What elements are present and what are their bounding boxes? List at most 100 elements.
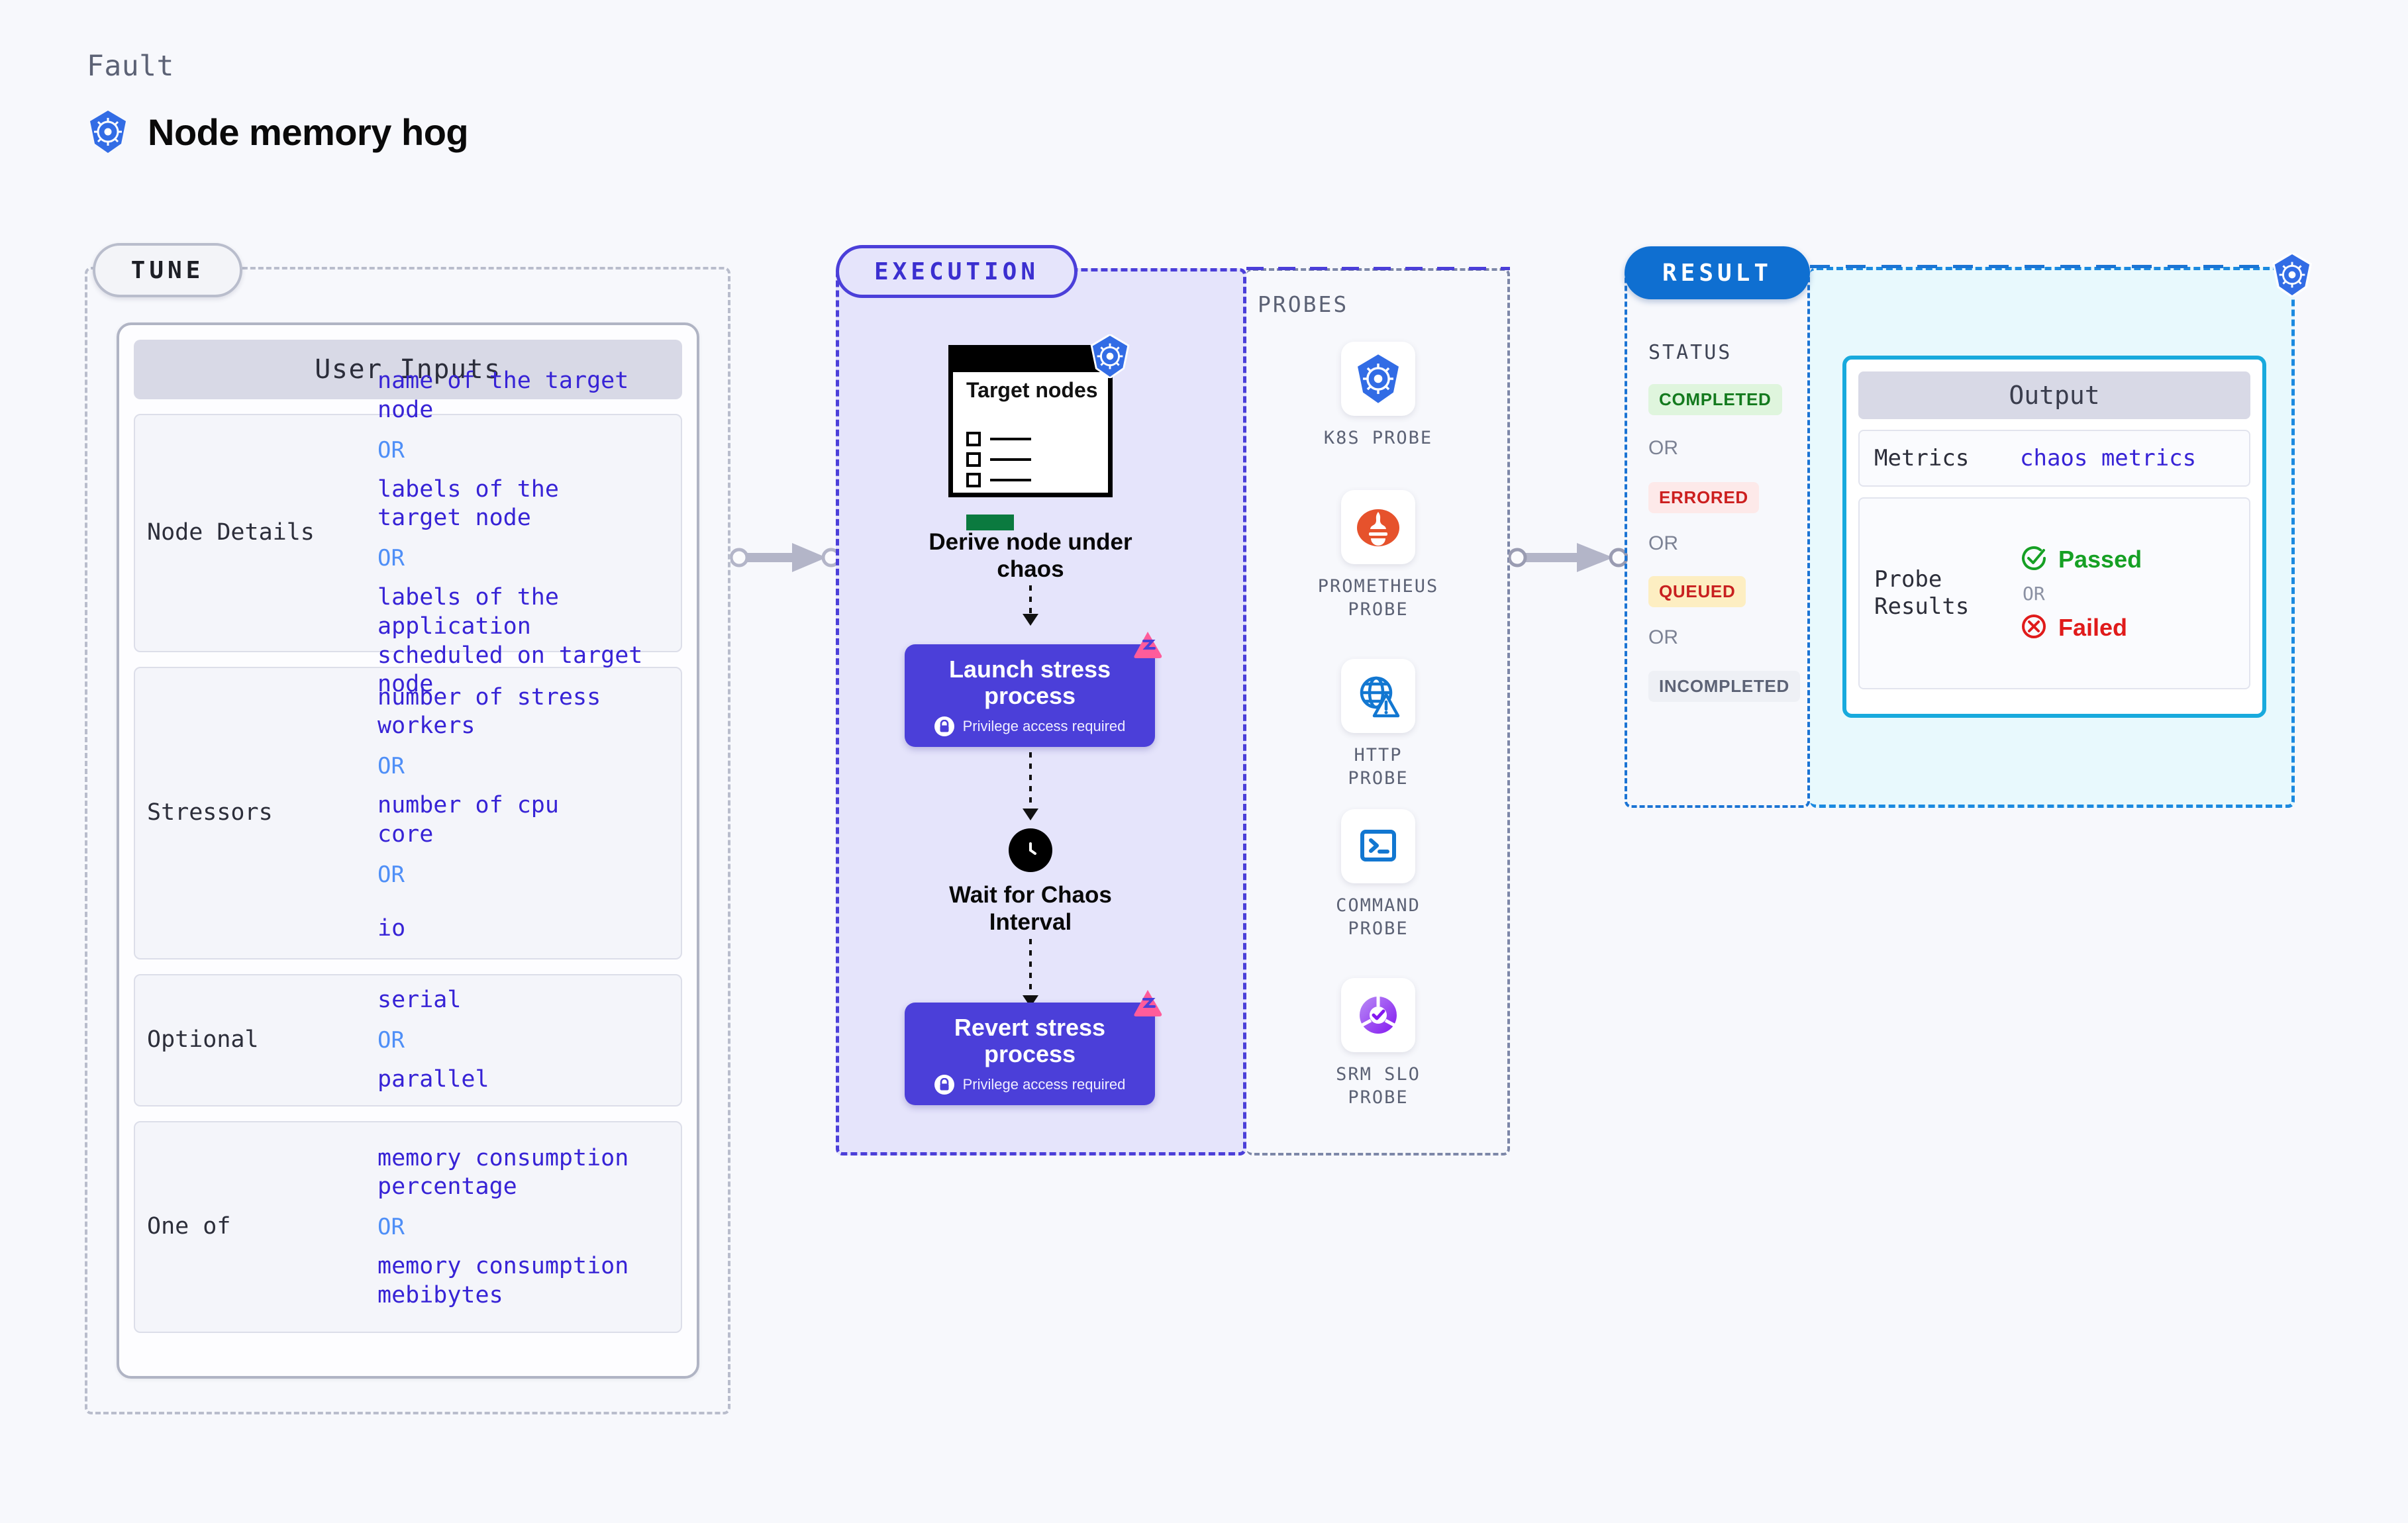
globe-warning-icon — [1341, 659, 1415, 733]
or-separator: OR — [377, 545, 405, 571]
row-value: chaos metrics — [2020, 445, 2197, 471]
table-row: Optional serial OR parallel — [134, 974, 682, 1106]
or-separator: OR — [1648, 532, 1678, 554]
probes-section-label: PROBES — [1258, 291, 1349, 317]
or-separator: OR — [377, 753, 405, 780]
litmus-icon — [1132, 989, 1163, 1020]
execution-pill-label: EXECUTION — [836, 245, 1078, 298]
list-item — [966, 432, 1031, 446]
or-separator: OR — [377, 1027, 405, 1054]
tune-region — [85, 267, 730, 1414]
table-row: Stressors number of stress workers OR nu… — [134, 667, 682, 959]
probe-label: HTTP PROBE — [1348, 745, 1409, 789]
probe-result-values: Passed OR Failed — [2020, 544, 2142, 643]
probe-label: COMMAND PROBE — [1336, 895, 1421, 940]
probes-region-top-border — [1246, 267, 1510, 270]
or-separator: OR — [377, 1214, 405, 1240]
checkbox-icon — [966, 432, 981, 446]
connector-execution-to-result — [1507, 538, 1629, 577]
checkbox-icon — [966, 452, 981, 467]
value-text: parallel — [377, 1066, 489, 1093]
slo-gauge-icon — [1341, 978, 1415, 1052]
lock-icon — [934, 1074, 954, 1095]
row-key: Node Details — [147, 519, 315, 546]
value-text: name of the target node — [377, 368, 629, 423]
list-item — [966, 452, 1031, 467]
flow-arrow — [1023, 585, 1038, 626]
probe-prometheus[interactable]: PROMETHEUS PROBE — [1318, 490, 1437, 621]
illustration-titlebar — [953, 350, 1108, 372]
illustration-checklist — [966, 432, 1031, 487]
probe-srm-slo[interactable]: SRM SLO PROBE — [1322, 978, 1434, 1109]
row-values: number of stress workers OR number of cp… — [377, 683, 601, 944]
failed-label: Failed — [2058, 613, 2128, 641]
step-label-derive-node: Derive node under chaos — [928, 529, 1132, 583]
status-badge-queued: QUEUED — [1648, 576, 1746, 607]
line-placeholder — [990, 438, 1031, 440]
kubernetes-icon — [1089, 333, 1130, 381]
kubernetes-icon — [1341, 342, 1415, 416]
flow-arrow — [1023, 752, 1038, 820]
kubernetes-icon — [2272, 252, 2313, 299]
row-key: Stressors — [147, 799, 273, 826]
probe-k8s[interactable]: K8S PROBE — [1322, 342, 1434, 450]
arrow-stem — [1029, 939, 1032, 1005]
output-card: Output Metrics chaos metrics Probe Resul… — [1842, 356, 2266, 718]
probe-result-passed: Passed — [2020, 544, 2142, 575]
probe-label: SRM SLO PROBE — [1336, 1064, 1421, 1108]
target-nodes-illustration: Target nodes — [948, 345, 1113, 530]
user-inputs-title: User Inputs — [134, 340, 682, 399]
step-revert-stress-process[interactable]: Revert stress process Privilege access r… — [905, 990, 1162, 1105]
prometheus-icon — [1341, 490, 1415, 564]
connector-tune-to-execution — [729, 538, 841, 577]
value-text: number of stress workers — [377, 683, 601, 740]
checkbox-icon — [966, 473, 981, 487]
status-section-label: STATUS — [1648, 341, 1732, 364]
terminal-icon — [1341, 809, 1415, 883]
probe-result-failed: Failed — [2020, 613, 2142, 643]
tune-pill-label: TUNE — [93, 243, 242, 297]
row-values: serial OR parallel — [377, 986, 489, 1095]
privilege-note: Privilege access required — [934, 1074, 1126, 1095]
privilege-text: Privilege access required — [962, 717, 1126, 734]
value-text: io — [377, 914, 406, 942]
step-label-wait-chaos: Wait for Chaos Interval — [949, 882, 1112, 936]
flow-arrow — [1023, 939, 1038, 1007]
table-row: One of memory consumption percentage OR … — [134, 1121, 682, 1333]
or-separator: OR — [377, 861, 405, 888]
row-key: Probe Results — [1874, 566, 1970, 620]
privilege-text: Privilege access required — [962, 1075, 1126, 1093]
line-placeholder — [990, 458, 1031, 461]
table-row: Node Details name of the target node OR … — [134, 368, 682, 697]
fault-label: Fault — [87, 50, 174, 83]
illustration-green-bar — [966, 515, 1014, 530]
clock-icon — [1009, 828, 1052, 872]
step-launch-stress-process[interactable]: Launch stress process Privilege access r… — [905, 632, 1162, 747]
arrow-head — [1023, 809, 1038, 820]
litmus-icon — [1132, 630, 1163, 662]
probe-label: K8S PROBE — [1323, 428, 1433, 448]
x-circle-icon — [2020, 613, 2048, 643]
row-key: Optional — [147, 1026, 259, 1054]
step-title: Launch stress process — [948, 656, 1111, 710]
lock-icon — [934, 716, 954, 736]
row-key: One of — [147, 1213, 231, 1240]
value-text: serial — [377, 987, 462, 1014]
value-text: number of cpu core — [377, 792, 559, 848]
output-title: Output — [1858, 371, 2250, 419]
passed-label: Passed — [2058, 545, 2142, 573]
fault-title-row: Node memory hog — [87, 109, 469, 154]
check-circle-icon — [2020, 544, 2048, 575]
or-separator: OR — [1648, 437, 1678, 459]
row-values: name of the target node OR labels of the… — [377, 367, 669, 699]
probe-command[interactable]: COMMAND PROBE — [1322, 809, 1434, 940]
row-values: memory consumption percentage OR memory … — [377, 1144, 628, 1310]
arrow-stem — [1029, 752, 1032, 818]
probe-http[interactable]: HTTP PROBE — [1322, 659, 1434, 790]
result-output-top-border — [1810, 265, 2297, 268]
value-text: memory consumption percentage — [377, 1144, 629, 1201]
result-pill-label: RESULT — [1625, 246, 1810, 299]
kubernetes-icon — [87, 109, 129, 154]
probe-label: PROMETHEUS PROBE — [1317, 576, 1439, 620]
